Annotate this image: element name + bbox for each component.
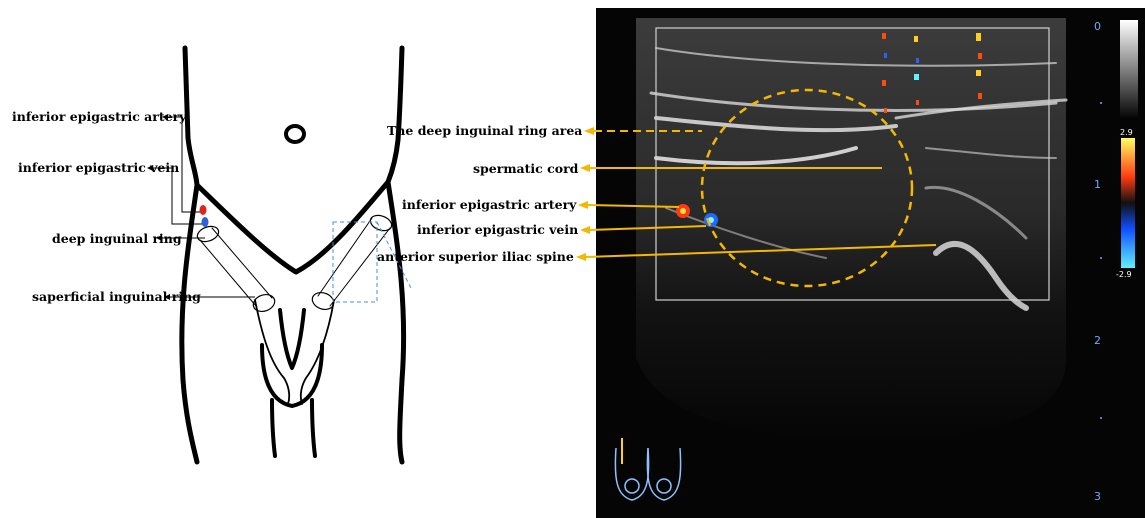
label-deep-ring-area: The deep inguinal ring area xyxy=(387,124,582,138)
leg-right xyxy=(312,400,315,456)
depth-label-1: 1 xyxy=(1094,178,1101,191)
inguinal-canal-left xyxy=(200,228,272,306)
leg-left xyxy=(272,400,275,456)
vein-marker xyxy=(202,217,209,227)
label-center-inferior-epigastric-artery: inferior epigastric artery xyxy=(402,198,576,212)
label-left-inferior-epigastric-artery: inferior epigastric artery xyxy=(12,110,186,124)
artery-marker xyxy=(200,205,207,215)
label-asis: anterior superior iliac spine xyxy=(377,250,574,264)
color-scale-bar xyxy=(1121,138,1135,268)
label-spermatic-cord: spermatic cord xyxy=(473,162,578,176)
pubic-outline-right xyxy=(301,300,334,404)
label-left-superficial-inguinal-ring: saperficial inguinal ring xyxy=(32,290,201,304)
color-scale-top: 2.9 xyxy=(1120,128,1133,137)
depth-label-0: 0 xyxy=(1094,20,1101,33)
genital-shape xyxy=(280,310,304,368)
label-left-inferior-epigastric-vein: inferior epigastric vein xyxy=(18,161,179,175)
tissue-region xyxy=(636,18,1066,440)
artery-doppler-core xyxy=(680,208,686,214)
label-center-inferior-epigastric-vein: inferior epigastric vein xyxy=(417,223,578,237)
scrotum-outline xyxy=(262,345,322,406)
depth-label-3: 3 xyxy=(1094,490,1101,503)
color-scale-bottom: -2.9 xyxy=(1116,270,1132,279)
inguinal-curve xyxy=(197,182,388,272)
ultrasound-render xyxy=(596,8,1145,518)
depth-label-2: 2 xyxy=(1094,334,1101,347)
ultrasound-image: 0 1 2 3 2.9 -2.9 xyxy=(596,8,1145,518)
label-left-deep-inguinal-ring: deep inguinal ring xyxy=(52,232,182,246)
label-arrowheads xyxy=(147,114,170,300)
greyscale-bar xyxy=(1120,20,1138,120)
probe-pictogram xyxy=(615,438,680,500)
depth-scale-dots xyxy=(1100,102,1102,419)
navel xyxy=(286,126,304,142)
